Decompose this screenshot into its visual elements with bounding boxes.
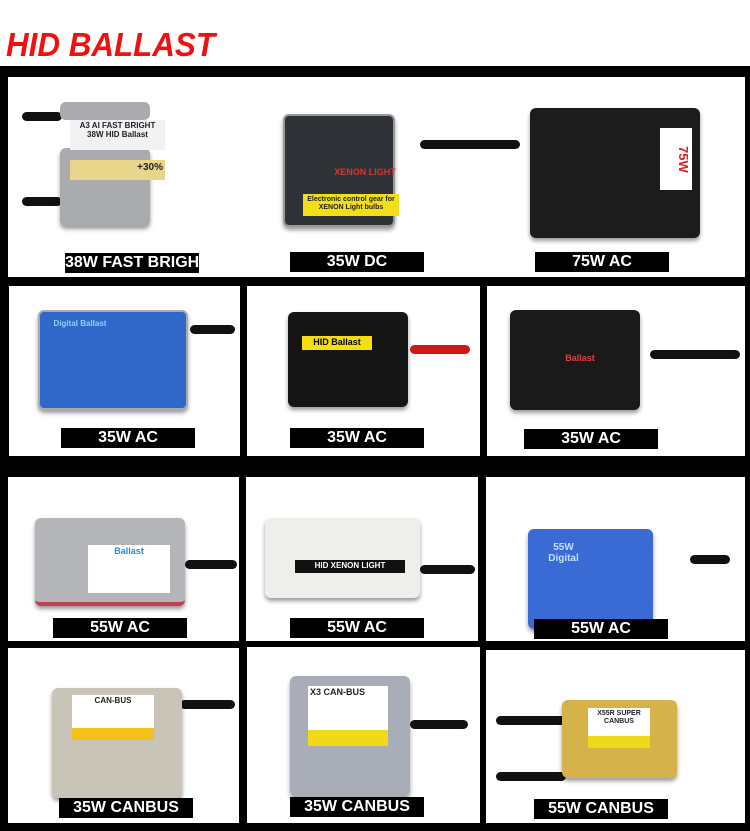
ballast-image xyxy=(38,310,188,410)
cable xyxy=(410,720,468,729)
product-label: 55W AC xyxy=(53,618,187,638)
cable xyxy=(690,555,730,564)
product-label: 55W CANBUS xyxy=(534,799,668,819)
product-label: 75W AC xyxy=(535,252,669,272)
cable xyxy=(190,325,235,334)
product-label: 35W DC xyxy=(290,252,424,272)
product-label: 55W AC xyxy=(534,619,668,639)
product-label: 55W AC xyxy=(290,618,424,638)
product-plate: XENON LIGHT xyxy=(334,167,396,177)
product-label: 35W AC xyxy=(290,428,424,448)
product-plate: Digital Ballast xyxy=(53,319,107,328)
ballast-image xyxy=(60,102,150,120)
cable xyxy=(496,772,566,781)
product-plate: X55R SUPER CANBUS xyxy=(588,708,650,748)
cable xyxy=(22,112,62,121)
product-label: 35W AC xyxy=(61,428,195,448)
product-plate: HID XENON LIGHT xyxy=(295,560,405,573)
ballast-image xyxy=(528,529,653,629)
page-title: HID BALLAST xyxy=(6,26,215,63)
product-plate: A3 AI FAST BRIGHT 38W HID Ballast xyxy=(70,120,165,150)
cable xyxy=(650,350,740,359)
ballast-image xyxy=(510,310,640,410)
product-plate: X3 CAN-BUS xyxy=(308,686,388,746)
product-plate: CAN-BUS xyxy=(72,695,154,740)
product-label: 38W FAST BRIGHT xyxy=(65,253,210,273)
ballast-image xyxy=(288,312,408,407)
cable xyxy=(410,345,470,354)
product-plate: HID Ballast xyxy=(302,336,372,350)
cable xyxy=(420,565,475,574)
cable xyxy=(185,560,237,569)
cable xyxy=(180,700,235,709)
product-badge: Electronic control gear for XENON Light … xyxy=(303,194,399,216)
cable xyxy=(420,140,520,149)
product-plate: Ballast xyxy=(565,353,595,363)
ballast-image xyxy=(265,518,420,598)
product-label: 35W CANBUS xyxy=(59,798,193,818)
cable xyxy=(22,197,62,206)
product-plate: Ballast xyxy=(88,545,170,593)
product-label: 35W CANBUS xyxy=(290,797,424,817)
product-badge: +30% xyxy=(70,160,165,180)
product-plate: 75W xyxy=(660,128,692,190)
cable xyxy=(496,716,566,725)
product-label: 35W AC xyxy=(524,429,658,449)
product-plate: 55W Digital Ballast xyxy=(548,542,579,564)
